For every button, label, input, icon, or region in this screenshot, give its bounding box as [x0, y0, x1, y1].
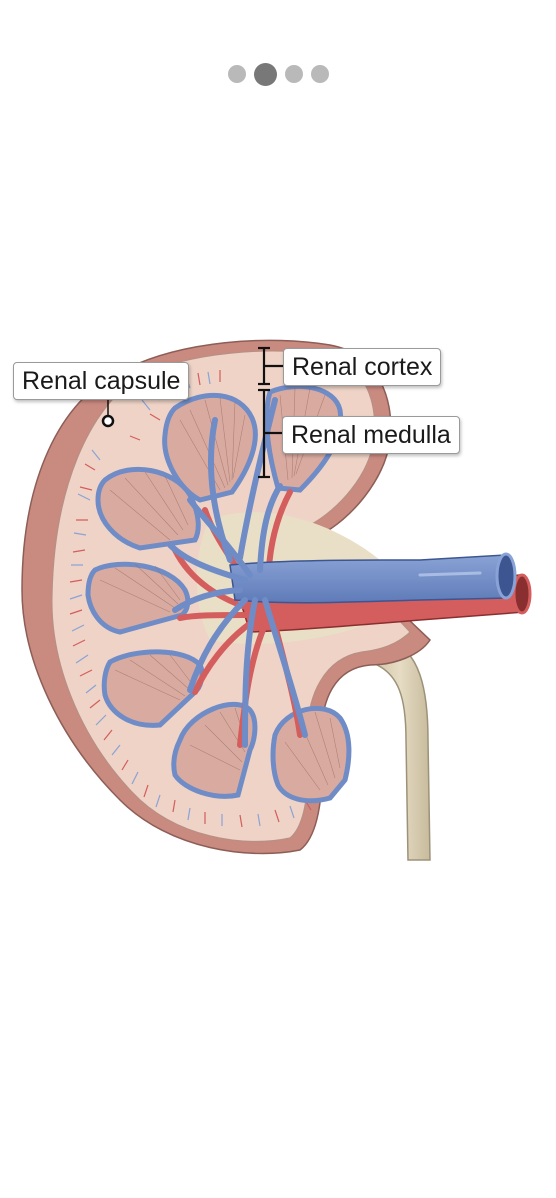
kidney-cross-section-diagram: Renal capsule Renal cortex Renal medulla	[0, 300, 556, 880]
renal-capsule-label[interactable]: Renal capsule	[13, 362, 190, 400]
page-dot-2-active[interactable]	[253, 62, 277, 86]
renal-vein	[229, 554, 509, 604]
renal-capsule-marker	[101, 414, 115, 428]
renal-medulla-bracket	[258, 388, 284, 479]
page-dot-1[interactable]	[227, 65, 246, 83]
renal-artery-opening	[512, 573, 532, 615]
kidney-illustration	[21, 339, 532, 861]
page-dot-4[interactable]	[310, 65, 329, 83]
renal-cortex-bracket	[258, 346, 284, 386]
renal-medulla-label[interactable]: Renal medulla	[282, 416, 460, 454]
renal-cortex-label[interactable]: Renal cortex	[283, 348, 442, 386]
ureter	[368, 639, 431, 861]
renal-vein-opening	[495, 552, 517, 600]
page-indicator	[0, 62, 556, 86]
page-dot-3[interactable]	[284, 65, 303, 83]
interlobar-veins	[167, 397, 308, 748]
